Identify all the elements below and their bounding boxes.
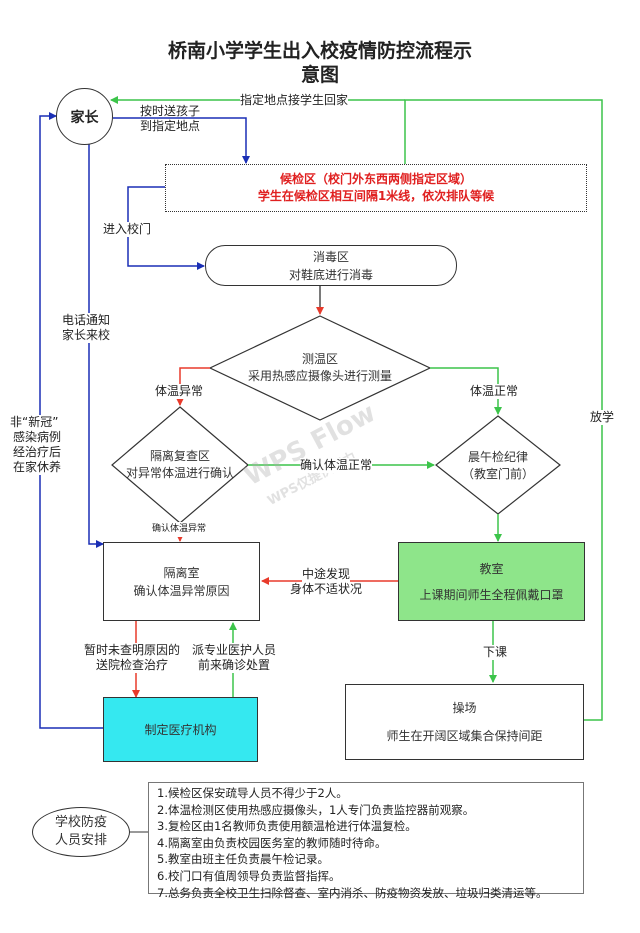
label-pickup: 指定地点接学生回家 [240, 93, 349, 108]
recheck-line2: 对异常体温进行确认 [125, 466, 234, 480]
temperature-check-diamond [208, 315, 432, 421]
playground-line1: 操场 [452, 701, 477, 715]
playground-node: 操场 师生在开阔区域集合保持间距 [345, 684, 584, 760]
medical-institution-label: 制定医疗机构 [144, 722, 217, 737]
label-confirm-abnormal: 确认体温异常 [152, 522, 207, 537]
disinfection-node: 消毒区 对鞋底进行消毒 [205, 245, 457, 286]
note-item: 4.隔离室由负责校园医务室的教师随时待命。 [157, 835, 387, 850]
morning-check-line1: 晨午检纪律 [467, 450, 528, 464]
label-temp-normal: 体温正常 [470, 384, 519, 399]
label-send-child-2: 到指定地点 [140, 119, 201, 133]
disinfection-line2: 对鞋底进行消毒 [288, 267, 373, 282]
morning-check-text: 晨午检纪律 （教室门前） [440, 449, 556, 483]
note-item: 5.教室由班主任负责晨午检记录。 [157, 852, 329, 867]
waiting-area-line2: 学生在候检区相互间隔1米线，依次排队等候 [257, 189, 495, 203]
label-unknown-cause-1: 暂时未查明原因的 [84, 643, 181, 658]
parent-label: 家长 [70, 109, 99, 126]
disinfection-line1: 消毒区 [312, 249, 349, 264]
note-item: 7.总务负责全校卫生扫除督查、室内消杀、防疫物资发放、垃圾归类清运等。 [157, 885, 548, 900]
arrow-parent-to-isolation [88, 144, 104, 548]
temperature-check-line1: 测温区 [301, 352, 338, 366]
label-non-covid-1: 非“新冠” [10, 415, 59, 430]
parent-node: 家长 [56, 88, 113, 145]
waiting-area-node: 候检区（校门外东西两侧指定区域） 学生在候检区相互间隔1米线，依次排队等候 [165, 164, 587, 212]
label-dismiss-class: 下课 [483, 645, 508, 660]
isolation-room-line2: 确认体温异常原因 [133, 583, 230, 598]
note-item: 6.校门口有值周领导负责监督指挥。 [157, 868, 341, 883]
label-non-covid-2: 感染病例 [13, 430, 62, 445]
isolation-room-node: 隔离室 确认体温异常原因 [103, 542, 260, 621]
arrow-parent-to-waiting [113, 117, 250, 164]
classroom-line1: 教室 [479, 561, 504, 576]
classroom-line2: 上课期间师生全程佩戴口罩 [419, 587, 564, 602]
staff-notes-box: 1.候检区保安疏导人员不得少于2人。 2.体温检测区使用热感应摄像头，1人专门负… [148, 782, 584, 900]
temperature-check-text: 测温区 采用热感应摄像头进行测量 [230, 351, 410, 385]
label-send-child-1: 按时送孩子 [140, 104, 201, 118]
note-item: 1.候检区保安疏导人员不得少于2人。 [157, 786, 348, 800]
morning-check-line2: （教室门前） [461, 467, 534, 481]
note-item: 3.复检区由1名教师负责使用额温枪进行体温复检。 [157, 819, 417, 834]
label-unwell-1: 中途发现 [302, 567, 351, 582]
label-non-covid-3: 经治疗后 [13, 445, 62, 460]
medical-institution-node: 制定医疗机构 [103, 697, 258, 762]
label-phone-2: 家长来校 [62, 328, 111, 343]
classroom-node: 教室 上课期间师生全程佩戴口罩 [398, 542, 585, 621]
label-send-medic-1: 派专业医护人员 [192, 643, 277, 658]
label-send-medic-2: 前来确诊处置 [198, 658, 271, 673]
temperature-check-line2: 采用热感应摄像头进行测量 [247, 369, 392, 383]
label-temp-abnormal: 体温异常 [155, 384, 204, 399]
label-unwell-2: 身体不适状况 [290, 582, 363, 597]
arrow-playground-to-parent [404, 99, 603, 721]
staff-arrangement-line1: 学校防疫 [54, 815, 107, 830]
isolation-room-line1: 隔离室 [163, 565, 200, 580]
note-item: 2.体温检测区使用热感应摄像头，1人专门负责监控器前观察。 [157, 802, 475, 817]
label-enter-gate: 进入校门 [103, 222, 152, 237]
playground-line2: 师生在开阔区域集合保持间距 [386, 729, 543, 743]
staff-arrangement-line2: 人员安排 [54, 833, 107, 848]
recheck-line1: 隔离复查区 [149, 449, 210, 463]
label-non-covid-4: 在家休养 [13, 460, 62, 475]
diagram-title-line1: 桥南小学学生出入校疫情防控流程示 [167, 40, 472, 62]
diagram-title-line2: 意图 [300, 64, 339, 86]
label-confirm-normal: 确认体温正常 [300, 458, 373, 473]
staff-arrangement-node: 学校防疫 人员安排 [32, 807, 130, 857]
label-school-out: 放学 [590, 410, 615, 425]
label-unknown-cause-2: 送院检查治疗 [96, 658, 169, 673]
label-phone-1: 电话通知 [62, 313, 111, 328]
waiting-area-line1: 候检区（校门外东西两侧指定区域） [279, 172, 472, 186]
recheck-text: 隔离复查区 对异常体温进行确认 [110, 448, 250, 482]
